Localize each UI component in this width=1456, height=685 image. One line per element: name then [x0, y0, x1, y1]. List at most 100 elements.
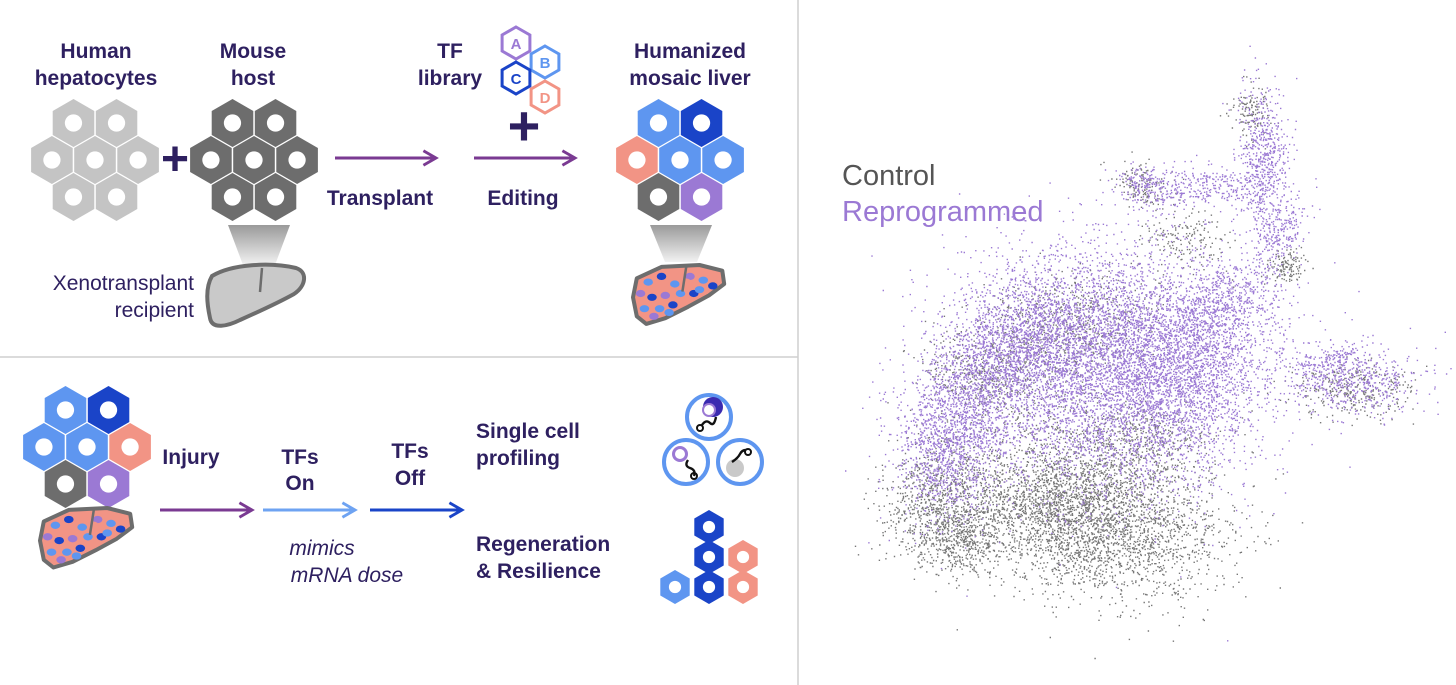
cell-patch [54, 536, 64, 545]
regeneration-line2: & Resilience [476, 560, 601, 583]
nucleus [56, 475, 75, 493]
cell-patch [56, 556, 66, 564]
tf-hex [500, 25, 532, 61]
tf-hex [529, 79, 561, 115]
human-hepatocytes-line2: hepatocytes [35, 67, 158, 90]
nucleus [99, 401, 118, 419]
cell-patch [102, 529, 112, 537]
nucleus [628, 151, 646, 169]
tfs-on-line2: On [285, 472, 314, 495]
cell-patch [92, 515, 103, 524]
cell-patch [64, 515, 74, 524]
nucleus [288, 151, 306, 169]
mimics-line1: mimics [289, 537, 355, 560]
nucleus [668, 580, 682, 594]
plus-icon: + [161, 133, 189, 186]
cell-patch [71, 552, 82, 560]
tf-hex [500, 60, 532, 96]
nucleus [99, 475, 118, 493]
tfs-off-line1: TFs [391, 440, 428, 463]
nucleus [64, 114, 83, 132]
mosaic-liver-icon-2 [38, 506, 135, 570]
cell-patch [67, 535, 78, 543]
plus-icon-2: + [508, 94, 541, 157]
legend-reprogrammed: Reprogrammed [842, 196, 1043, 228]
bottom-mosaic-cluster [23, 386, 151, 508]
tf-letter: D [540, 90, 551, 107]
nucleus [129, 151, 147, 169]
mimics-line2: mRNA dose [291, 564, 403, 587]
cell-patch [46, 548, 57, 556]
cell-patch [670, 280, 680, 288]
top-panel: Human hepatocytes Mouse host TF library … [31, 25, 751, 328]
tf-letter: B [540, 55, 551, 72]
cell-patch [643, 278, 653, 286]
cell-patch [685, 272, 695, 281]
cell-patch [708, 282, 718, 290]
cell-patch [647, 293, 657, 301]
nucleus [671, 151, 689, 169]
nucleus [223, 114, 242, 132]
nucleus [35, 438, 53, 456]
single-cell-icon [662, 393, 764, 486]
cell-patch [62, 548, 72, 556]
nucleus [56, 401, 75, 419]
mouse-host-line1: Mouse [220, 40, 287, 63]
regeneration-hexagons [660, 510, 758, 604]
cell-patch [115, 525, 126, 533]
nucleus [702, 520, 716, 534]
bottom-panel: Injury TFs On TFs Off mimics mRNA dose S… [23, 386, 764, 604]
gray-liver-lobe-line [258, 267, 264, 293]
tf-library-line2: library [418, 67, 483, 90]
nucleus [107, 188, 126, 206]
cell-patch [50, 521, 61, 529]
cell-patch [654, 305, 665, 313]
cell-patch [668, 301, 678, 309]
nucleus [649, 188, 668, 206]
nucleus [692, 188, 711, 206]
xenotransplant-line1: Xenotransplant [53, 272, 194, 295]
nucleus [714, 151, 732, 169]
cell-patch [639, 305, 650, 313]
zoom-beam [228, 225, 290, 265]
regeneration-line1: Regeneration [476, 533, 610, 556]
tf-hex [529, 44, 561, 80]
nucleus [692, 114, 711, 132]
nucleus [266, 114, 285, 132]
nucleus [202, 151, 220, 169]
gray-liver-icon [205, 262, 306, 328]
cell-patch [42, 533, 53, 541]
nucleus [78, 438, 96, 456]
human-hepatocyte-cluster [31, 99, 159, 221]
zoom-beam-2 [650, 225, 712, 262]
nucleus [86, 151, 104, 169]
human-hepatocytes-line1: Human [60, 40, 131, 63]
tfs-on-line1: TFs [281, 446, 318, 469]
mouse-host-cluster [190, 99, 318, 221]
cell-points [845, 45, 1452, 642]
cell-patch [656, 272, 667, 281]
cell-patch [106, 519, 116, 528]
single-cell-line1: Single cell [476, 420, 580, 443]
humanized-mosaic-cluster [616, 99, 744, 221]
nucleus [702, 580, 716, 594]
mouse-host-line2: host [231, 67, 275, 90]
nucleus [736, 550, 750, 564]
transplant-label: Transplant [327, 187, 433, 210]
single-cell-line2: profiling [476, 447, 560, 470]
umap-panel: Control Reprogrammed [842, 45, 1452, 660]
injury-label: Injury [162, 446, 219, 469]
cell-patch [694, 286, 705, 294]
nucleus [223, 188, 242, 206]
humanized-liver-line2: mosaic liver [629, 67, 750, 90]
mosaic-liver-icon [631, 263, 727, 326]
nucleus [736, 580, 750, 594]
cell-patch [77, 523, 87, 531]
tf-letter: A [511, 36, 522, 53]
xenotransplant-line2: recipient [115, 299, 195, 322]
legend-control: Control [842, 160, 936, 192]
cell-patch [698, 276, 709, 284]
cell-patch [664, 308, 674, 317]
